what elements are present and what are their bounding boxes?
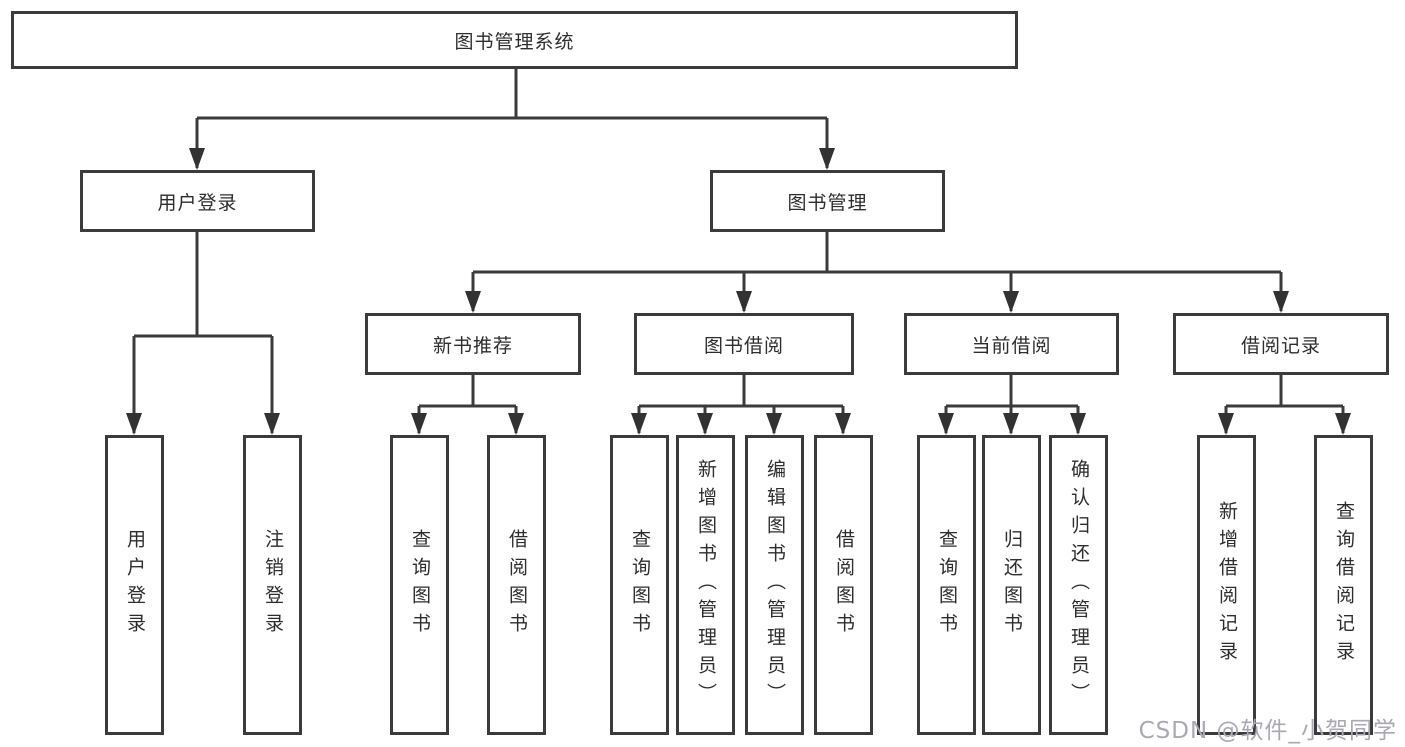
node-label: 归还图书	[1001, 529, 1023, 641]
connector-lines-user-login	[132, 232, 274, 433]
leaf-search-borrow-record: 查询借阅记录	[1314, 435, 1373, 735]
node-label: 当前借阅	[971, 334, 1052, 357]
node-borrow-records: 借阅记录	[1173, 313, 1389, 375]
leaf-borrow-books: 借阅图书	[814, 435, 873, 735]
leaf-add-borrow-record: 新增借阅记录	[1197, 435, 1256, 735]
leaf-borrow-books-recommend: 借阅图书	[487, 435, 546, 735]
node-label: 新增借阅记录	[1216, 501, 1238, 669]
node-user-login: 用户登录	[80, 170, 315, 232]
node-label: 借阅记录	[1240, 334, 1321, 357]
leaf-add-books-admin: 新增图书（管理员）	[676, 435, 735, 735]
connector-lines-book-management	[471, 232, 1283, 311]
leaf-confirm-return-admin: 确认归还（管理员）	[1049, 435, 1108, 735]
node-book-management: 图书管理	[710, 170, 945, 232]
node-label: 查询图书	[629, 529, 651, 641]
arrowheads	[126, 148, 1351, 435]
connector-lines-book-borrow	[637, 375, 845, 433]
node-label: 借阅图书	[833, 529, 855, 641]
node-current-borrow: 当前借阅	[904, 313, 1119, 375]
node-label: 查询图书	[936, 529, 958, 641]
node-label: 借阅图书	[506, 529, 528, 641]
node-root-library-system: 图书管理系统	[11, 11, 1018, 69]
node-label: 图书管理系统	[454, 30, 575, 53]
leaf-return-books: 归还图书	[982, 435, 1041, 735]
node-label: 注销登录	[262, 529, 284, 641]
leaf-search-books-recommend: 查询图书	[390, 435, 449, 735]
leaf-logout: 注销登录	[243, 435, 302, 735]
node-label: 查询图书	[409, 529, 431, 641]
connector-lines-borrow-records	[1224, 375, 1345, 433]
node-label: 确认归还（管理员）	[1068, 459, 1090, 711]
node-label: 查询借阅记录	[1333, 501, 1355, 669]
node-label: 新书推荐	[432, 334, 513, 357]
node-new-book-recommend: 新书推荐	[365, 313, 581, 375]
leaf-search-books-current: 查询图书	[917, 435, 976, 735]
node-label: 用户登录	[124, 529, 146, 641]
leaf-search-books-borrow: 查询图书	[610, 435, 669, 735]
node-label: 用户登录	[157, 191, 238, 214]
node-book-borrow: 图书借阅	[634, 313, 854, 375]
leaf-edit-books-admin: 编辑图书（管理员）	[745, 435, 804, 735]
connector-lines-root	[195, 68, 829, 168]
node-label: 图书管理	[787, 191, 868, 214]
connector-lines-new-book	[417, 375, 518, 433]
node-label: 图书借阅	[703, 334, 784, 357]
leaf-user-login: 用户登录	[105, 435, 164, 735]
node-label: 编辑图书（管理员）	[764, 459, 786, 711]
node-label: 新增图书（管理员）	[695, 459, 717, 711]
csdn-watermark: CSDN @软件_小贺同学	[1138, 718, 1397, 744]
